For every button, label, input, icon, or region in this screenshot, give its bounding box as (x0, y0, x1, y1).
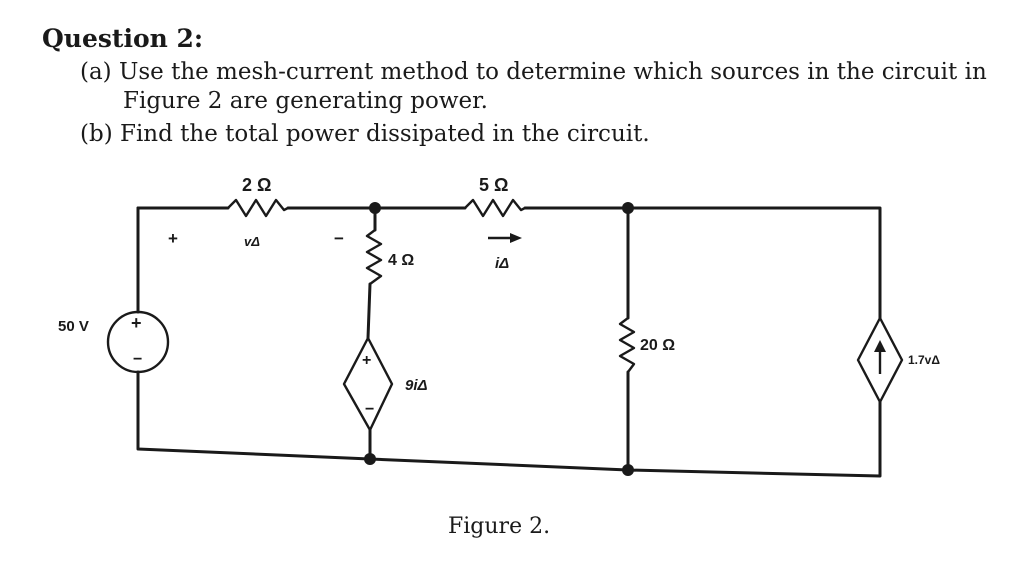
label-i-delta: iΔ (495, 255, 509, 272)
part-b-text: (b) Find the total power dissipated in t… (80, 121, 650, 147)
label-4ohm: 4 Ω (388, 252, 414, 269)
part-a-text-line1: (a) Use the mesh-current method to deter… (80, 59, 987, 85)
node-top-middle (369, 202, 381, 214)
node-top-right (622, 202, 634, 214)
source-minus-sign: − (133, 351, 142, 368)
part-a-text-line2: Figure 2 are generating power. (123, 88, 488, 114)
label-50v: 50 V (58, 318, 89, 335)
figure-caption: Figure 2. (448, 514, 551, 539)
current-arrowhead-icon (874, 340, 886, 352)
question-title: Question 2: (42, 24, 204, 53)
dependent-voltage-source (342, 336, 394, 432)
wire-bottom (368, 400, 882, 478)
dependent-current-source (856, 316, 904, 404)
wire-top-right (523, 206, 882, 320)
v-delta-plus-sign: + (168, 229, 178, 248)
resistor-20ohm (618, 317, 636, 373)
resistor-5ohm (464, 198, 526, 218)
label-v-delta: vΔ (244, 234, 260, 249)
node-bottom-right (622, 464, 634, 476)
resistor-2ohm (227, 198, 289, 218)
label-2ohm: 2 Ω (242, 175, 271, 195)
wire-left-lower (136, 370, 372, 461)
wire-middle-mid (366, 282, 372, 340)
label-1-7v-delta: 1.7vΔ (908, 353, 940, 367)
label-9i-delta: 9iΔ (405, 377, 428, 394)
resistor-4ohm (365, 229, 383, 285)
dep-voltage-minus-sign: − (365, 401, 374, 418)
i-delta-arrowhead-icon (510, 233, 522, 243)
label-5ohm: 5 Ω (479, 175, 508, 195)
node-bottom-middle (364, 453, 376, 465)
source-plus-sign: + (131, 313, 142, 333)
dep-voltage-plus-sign: + (362, 352, 371, 369)
v-delta-minus-sign: − (334, 229, 344, 248)
label-20ohm: 20 Ω (640, 337, 675, 354)
voltage-source-50v (106, 310, 170, 374)
